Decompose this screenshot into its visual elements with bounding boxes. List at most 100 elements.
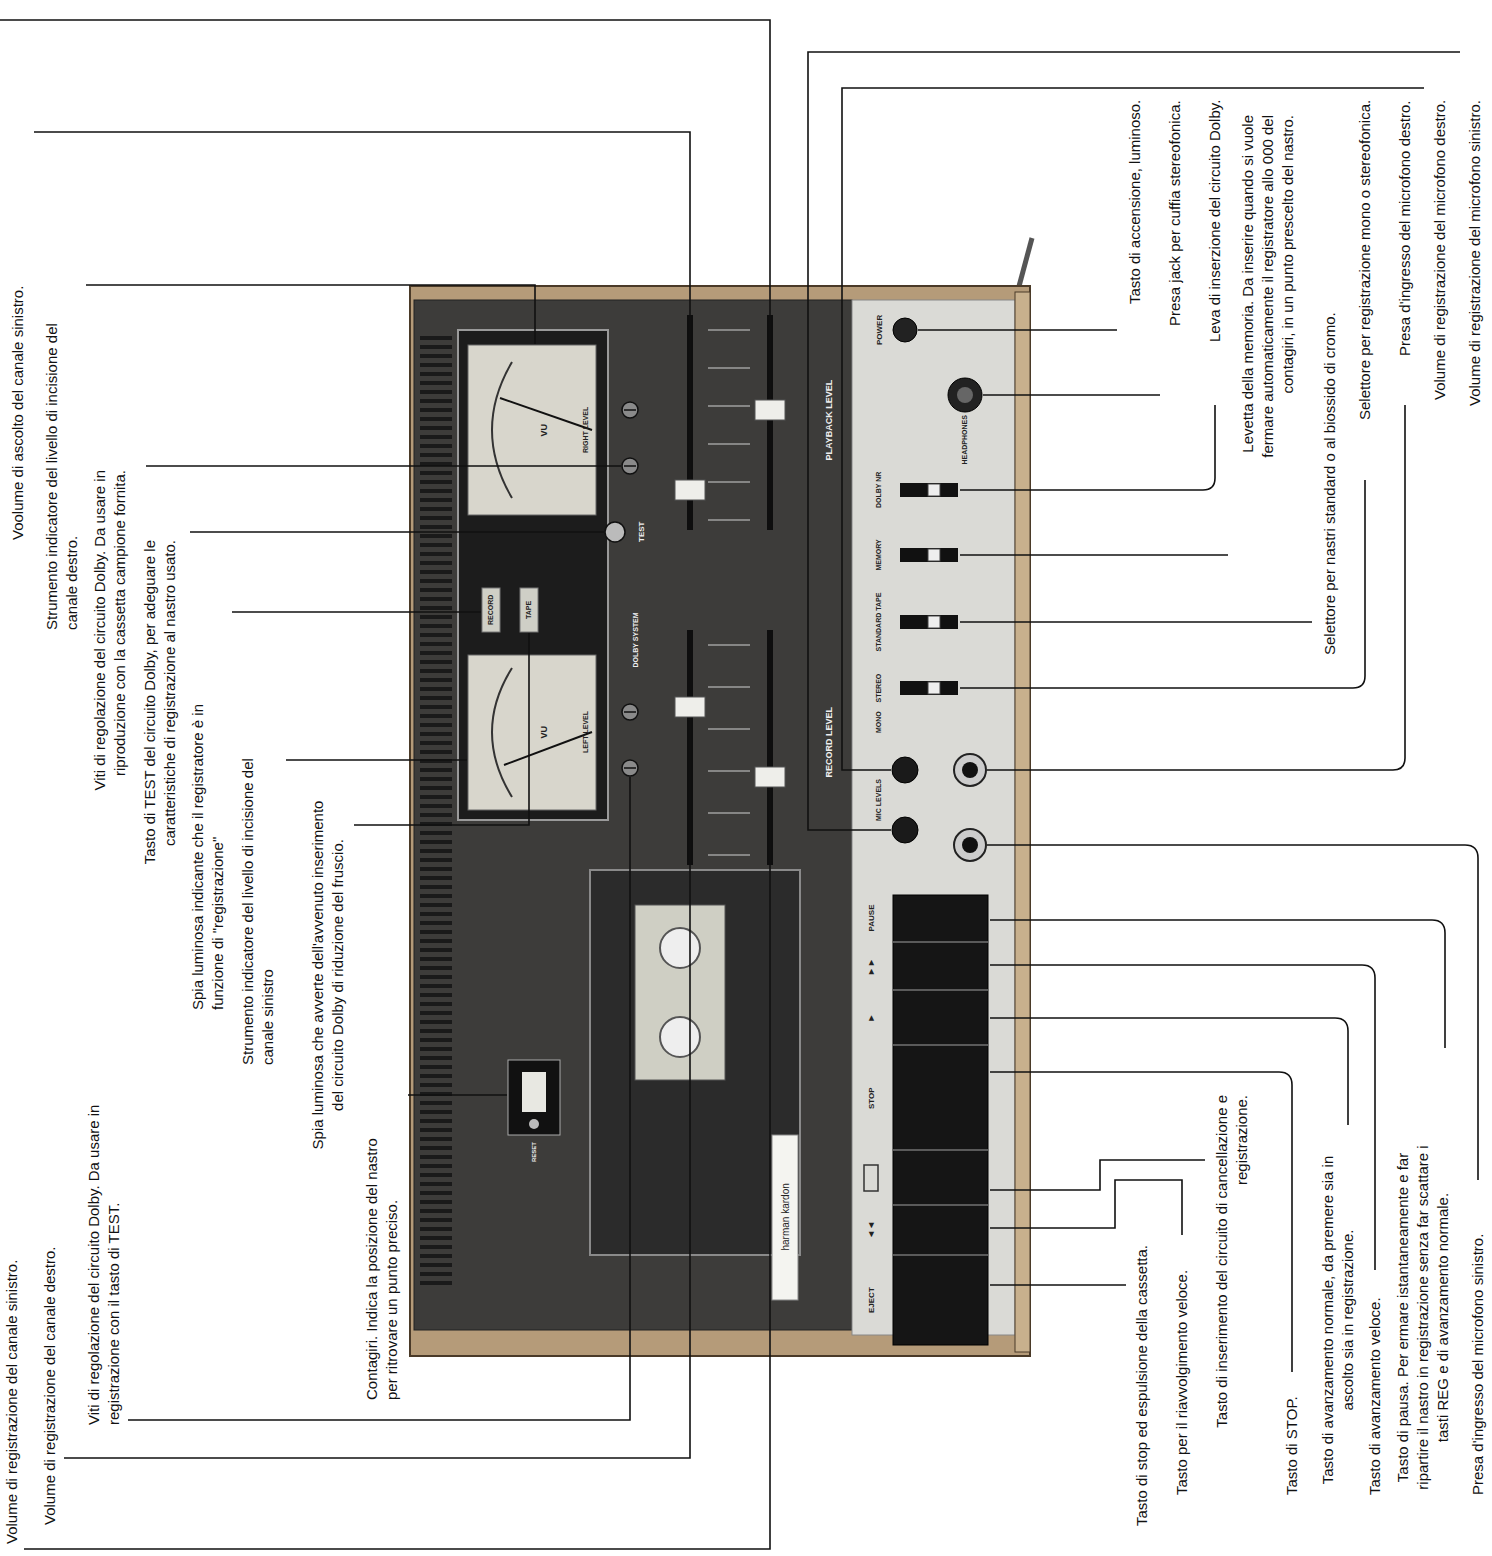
scale-tick [708, 444, 750, 445]
vent-slot [420, 1101, 452, 1105]
vent-slot [420, 435, 452, 439]
mic-jack [954, 829, 986, 861]
brand-badge [772, 1135, 798, 1300]
test-button [605, 522, 625, 542]
vent-slot [420, 732, 452, 736]
panel-marking: EJECT [868, 1287, 877, 1313]
counter-window [522, 1072, 546, 1112]
vent-slot [420, 813, 452, 817]
callout-text: Tasto di TEST del circuito Dolby, per ad… [140, 540, 180, 885]
vent-slot [420, 984, 452, 988]
vent-slot [420, 354, 452, 358]
vent-slot [420, 336, 452, 340]
screw-slot [624, 767, 636, 769]
vent-slot [420, 714, 452, 718]
meter-window [458, 330, 608, 820]
meter-scale [492, 362, 512, 498]
leader-line [990, 920, 1445, 1048]
leader-line [960, 480, 1365, 688]
panel-marking: ◄◄ [867, 1221, 877, 1239]
vent-slot [420, 894, 452, 898]
slider-knob [675, 697, 705, 717]
panel-marking: ► [867, 1014, 877, 1023]
leader-line [190, 531, 604, 533]
callout-text: Volume di registrazione del microfono de… [1430, 100, 1450, 400]
scale-tick [708, 330, 750, 331]
vent-slot [420, 885, 452, 889]
right-vu-meter [468, 345, 596, 515]
tape-reel [660, 1017, 700, 1057]
callout-text: Strumento indicatore del livello di inci… [42, 300, 82, 630]
vent-slot [420, 363, 452, 367]
vent-slot [420, 516, 452, 520]
vent-slot [420, 867, 452, 871]
slider-knob [755, 767, 785, 787]
callout-text: Volume di registrazione del canale destr… [40, 1247, 60, 1526]
vent-slot [420, 453, 452, 457]
panel-marking: VU [540, 424, 550, 437]
callout-text: Tasto di stop ed espulsione della casset… [1132, 1245, 1152, 1526]
panel-marking: RIGHT LEVEL [582, 407, 590, 453]
callout-text: Tasto di pausa. Per ermare istantaneamen… [1393, 1140, 1453, 1495]
callout-text: Presa d'ingresso del microfono destro. [1395, 101, 1415, 357]
calibration-screw [622, 704, 638, 720]
vent-slot [420, 876, 452, 880]
switch-lever [928, 616, 940, 628]
vent-slot [420, 840, 452, 844]
vent-slot [420, 957, 452, 961]
vent-slot [420, 1047, 452, 1051]
vent-slot [420, 669, 452, 673]
top-panel [414, 300, 852, 1330]
tape-counter [508, 1060, 560, 1135]
vent-slot [420, 1281, 452, 1285]
vent-slot [420, 948, 452, 952]
callout-text: Tasto di accensione, luminoso. [1125, 100, 1145, 304]
vent-slot [420, 858, 452, 862]
vent-slot [420, 543, 452, 547]
key-gap [893, 1044, 988, 1046]
vent-slot [420, 912, 452, 916]
callout-text: Tasto di avanzamento normale, da premere… [1318, 1145, 1358, 1495]
key-gap [893, 1204, 988, 1206]
scale-tick [708, 813, 750, 814]
vent-slot [420, 408, 452, 412]
leader-lines [0, 20, 1478, 1549]
vent-slot [420, 480, 452, 484]
vent-slot [420, 471, 452, 475]
panel-marking: HEADPHONES [961, 415, 969, 464]
vent-slot [420, 1164, 452, 1168]
callout-text: Leva di inserzione del circuito Dolby. [1205, 100, 1225, 342]
panel-marking: POWER [876, 315, 885, 345]
leader-line [990, 1284, 1126, 1286]
panel-marking: RECORD LEVEL [825, 707, 835, 778]
panel-marking: STEREO [875, 674, 883, 703]
mic-level-knob [892, 817, 918, 843]
vent-slot [420, 579, 452, 583]
leader-line [918, 329, 1117, 331]
vent-slot [420, 786, 452, 790]
switch-slot [900, 548, 958, 562]
panel-marking: RESET [531, 1142, 538, 1162]
callout-text: Tasto di STOP. [1282, 1396, 1302, 1495]
vent-slot [420, 903, 452, 907]
transport-keys [893, 895, 988, 1345]
leader-line [146, 465, 621, 467]
vent-slot [420, 552, 452, 556]
slider-knob [755, 400, 785, 420]
vent-slot [420, 1155, 452, 1159]
vent-slot [420, 489, 452, 493]
leader-line [990, 1180, 1182, 1235]
leader-line [354, 633, 529, 825]
vent-slot [420, 1209, 452, 1213]
vent-slot [420, 1263, 452, 1267]
cassette-window [635, 905, 725, 1080]
switch-slot [900, 681, 958, 695]
leader-line [808, 52, 1460, 830]
vent-slot [420, 381, 452, 385]
vent-slot [420, 705, 452, 709]
panel-marking: MEMORY [875, 539, 883, 570]
vent-slot [420, 1128, 452, 1132]
scale-tick [708, 771, 750, 772]
vent-slot [420, 1146, 452, 1150]
leader-line [286, 759, 467, 761]
